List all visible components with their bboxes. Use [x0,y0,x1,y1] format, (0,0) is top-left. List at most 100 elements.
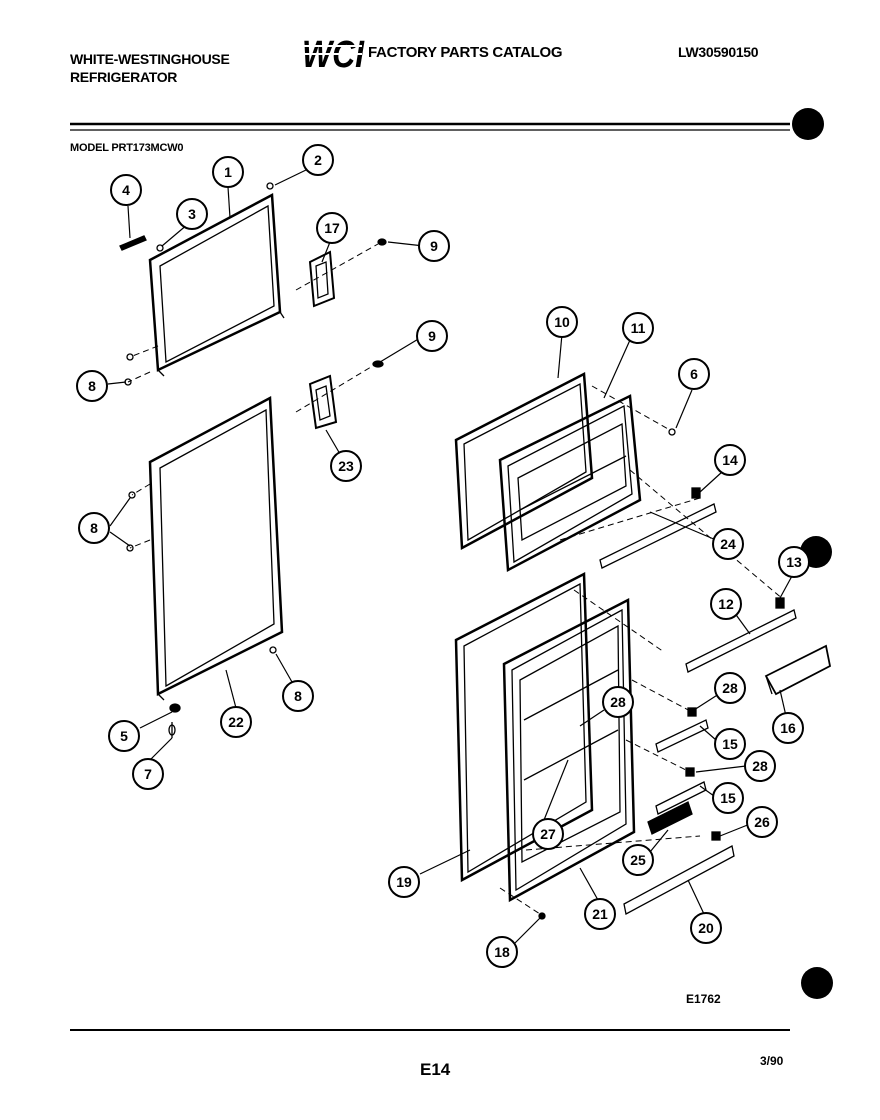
callout-20: 20 [690,912,722,944]
callout-18: 18 [486,936,518,968]
svg-text:18: 18 [494,944,510,960]
svg-text:28: 28 [752,758,768,774]
assembly-lines [127,243,785,915]
freezer-gasket-part [454,372,594,551]
callout-27: 27 [532,818,564,850]
callout-24: 24 [712,528,744,560]
callout-8-lower: 8 [282,680,314,712]
freezer-door-part [148,192,285,377]
shelf-bar-12 [685,609,797,673]
fresh-food-gasket-part [454,571,594,883]
callout-5: 5 [108,720,140,752]
callout-15-lower: 15 [712,782,744,814]
fresh-food-door-part [148,395,284,701]
svg-text:15: 15 [720,790,736,806]
callout-2: 2 [302,144,334,176]
callout-19: 19 [388,866,420,898]
callout-8-middle: 8 [78,512,110,544]
svg-text:15: 15 [722,736,738,752]
callout-bubbles: 1 2 3 4 5 6 7 8 8 8 8 9 9 10 11 12 13 14… [76,144,810,968]
page-number: E14 [420,1060,451,1079]
shelf-bar-20 [623,845,735,915]
shelf-bar-24 [599,503,717,569]
svg-text:20: 20 [698,920,714,936]
document-number: LW30590150 [678,44,759,60]
fresh-food-handle-part [308,374,338,430]
trim-strip-part [119,235,147,251]
svg-text:9: 9 [428,328,436,344]
svg-text:26: 26 [754,814,770,830]
svg-text:23: 23 [338,458,354,474]
callout-26: 26 [746,806,778,838]
callout-4: 4 [110,174,142,206]
svg-text:5: 5 [120,728,128,744]
svg-text:8: 8 [90,520,98,536]
callout-12: 12 [710,588,742,620]
catalog-title: FACTORY PARTS CATALOG [368,44,563,61]
shelf-clips [538,428,785,920]
svg-text:1: 1 [224,164,232,180]
callout-8-upper: 8 [76,370,108,402]
callout-23: 23 [330,450,362,482]
svg-text:12: 12 [718,596,734,612]
hinge-pins [124,182,277,738]
punch-hole-top [792,108,824,140]
brand-name: WHITE-WESTINGHOUSE [70,51,230,67]
svg-text:17: 17 [324,220,340,236]
svg-text:21: 21 [592,906,608,922]
callout-28-left: 28 [602,686,634,718]
revision-date: 3/90 [760,1054,784,1068]
svg-text:24: 24 [720,536,736,552]
svg-text:6: 6 [690,366,698,382]
callout-leaders [107,169,793,945]
model-number: MODEL PRT173MCW0 [70,142,184,154]
callout-13: 13 [778,546,810,578]
callout-7: 7 [132,758,164,790]
svg-text:9: 9 [430,238,438,254]
freezer-liner-part [498,394,642,573]
fresh-food-liner-part [502,597,636,903]
freezer-handle-part [308,250,336,308]
callout-3: 3 [176,198,208,230]
callout-17: 17 [316,212,348,244]
callout-6: 6 [678,358,710,390]
diagram-code: E1762 [686,992,721,1006]
svg-text:13: 13 [786,554,802,570]
callout-10: 10 [546,306,578,338]
svg-text:22: 22 [228,714,244,730]
callout-1: 1 [212,156,244,188]
product-type: REFRIGERATOR [70,69,178,85]
shelf-bar-15-upper [655,719,709,753]
svg-text:16: 16 [780,720,796,736]
svg-text:11: 11 [631,320,646,336]
callout-14: 14 [714,444,746,476]
svg-text:28: 28 [722,680,738,696]
callout-11: 11 [622,312,654,344]
callout-9-lower: 9 [416,320,448,352]
wci-logo: WCI [302,34,366,77]
callout-16: 16 [772,712,804,744]
svg-text:25: 25 [630,852,646,868]
svg-text:14: 14 [722,452,738,468]
svg-text:28: 28 [610,694,626,710]
handle-screws [372,238,387,368]
dairy-door-part [764,644,832,696]
punch-hole-bottom [801,967,833,999]
svg-text:3: 3 [188,206,196,222]
svg-text:19: 19 [396,874,412,890]
callout-28-upper: 28 [714,672,746,704]
svg-text:10: 10 [554,314,570,330]
callout-28-lower: 28 [744,750,776,782]
svg-text:27: 27 [540,826,556,842]
callout-9-upper: 9 [418,230,450,262]
callout-22: 22 [220,706,252,738]
brand-block: WHITE-WESTINGHOUSE REFRIGERATOR [70,50,230,86]
callout-21: 21 [584,898,616,930]
svg-text:8: 8 [294,688,302,704]
svg-text:7: 7 [144,766,152,782]
svg-text:2: 2 [314,152,322,168]
svg-text:4: 4 [122,182,130,198]
svg-text:8: 8 [88,378,96,394]
callout-15-upper: 15 [714,728,746,760]
